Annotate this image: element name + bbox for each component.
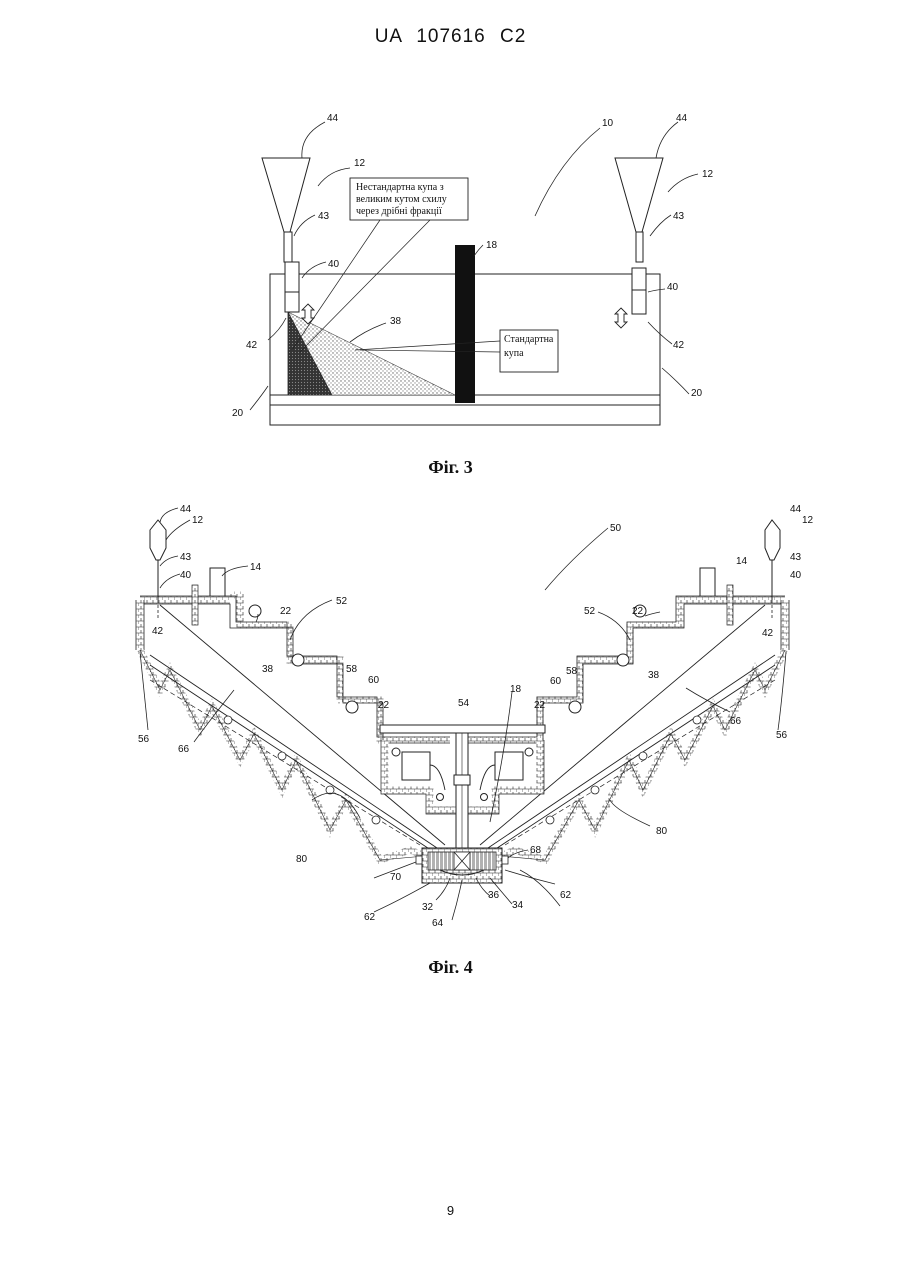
fig4-label-52-right: 52 bbox=[584, 606, 596, 617]
fig4-label-80-left: 80 bbox=[296, 854, 308, 865]
fig4-label-66-right: 66 bbox=[730, 716, 742, 727]
fig4-fan-left-2 bbox=[292, 654, 304, 666]
fig4-fan-right-3 bbox=[569, 701, 581, 713]
fig4-fan-right-2 bbox=[617, 654, 629, 666]
fig4-label-14-right: 14 bbox=[736, 556, 748, 567]
fig4-label-42-right: 42 bbox=[762, 628, 774, 639]
fig4-label-18: 18 bbox=[510, 684, 522, 695]
fig4-label-62-left: 62 bbox=[364, 912, 376, 923]
fig4-label-32: 32 bbox=[422, 902, 434, 913]
fig4-fan-left-1 bbox=[249, 605, 261, 617]
fig4-label-80-right: 80 bbox=[656, 826, 668, 837]
fig4-label-62-right: 62 bbox=[560, 890, 572, 901]
fig4-label-60-left: 60 bbox=[368, 675, 380, 686]
fig4-label-14-left: 14 bbox=[250, 562, 262, 573]
fig4-label-43-right: 43 bbox=[790, 552, 802, 563]
fig4-label-50: 50 bbox=[610, 523, 622, 534]
fig4-label-22-left-1: 22 bbox=[280, 606, 292, 617]
fig4-label-22-right-2: 22 bbox=[534, 700, 546, 711]
fig4-label-43-left: 43 bbox=[180, 552, 192, 563]
fig4-label-44-left: 44 bbox=[180, 504, 192, 515]
fig4-label-40-right: 40 bbox=[790, 570, 802, 581]
fig4-label-42-left: 42 bbox=[152, 626, 164, 637]
fig4-label-66-left: 66 bbox=[178, 744, 190, 755]
page-number: 9 bbox=[0, 1203, 901, 1218]
fig4-label-12-left: 12 bbox=[192, 515, 204, 526]
fig4-label-64: 64 bbox=[432, 918, 444, 929]
fig4-label-44-right: 44 bbox=[790, 504, 802, 515]
fig4-label-22-right-1: 22 bbox=[632, 606, 644, 617]
fig4-label-34: 34 bbox=[512, 900, 524, 911]
fig4-label-12-right: 12 bbox=[802, 515, 814, 526]
fig4-fan-left-3 bbox=[346, 701, 358, 713]
fig4-label-38-right: 38 bbox=[648, 670, 660, 681]
figure-4-drawing: 44 12 43 40 42 14 22 52 58 60 22 38 56 6… bbox=[0, 0, 901, 960]
fig4-label-58-right: 58 bbox=[566, 666, 578, 677]
fig4-label-38-left: 38 bbox=[262, 664, 274, 675]
figure-4-caption: Фіг. 4 bbox=[0, 957, 901, 978]
fig4-hopper-left bbox=[150, 520, 166, 560]
fig4-label-60-right: 60 bbox=[550, 676, 562, 687]
fig4-chimney-left bbox=[210, 568, 225, 596]
fig4-label-70: 70 bbox=[390, 872, 402, 883]
fig4-label-56-left: 56 bbox=[138, 734, 150, 745]
fig4-label-22-left-2: 22 bbox=[378, 700, 390, 711]
fig4-label-58-left: 58 bbox=[346, 664, 358, 675]
fig4-label-56-right: 56 bbox=[776, 730, 788, 741]
fig4-hopper-right bbox=[765, 520, 780, 560]
fig4-label-40-left: 40 bbox=[180, 570, 192, 581]
fig4-label-68: 68 bbox=[530, 845, 542, 856]
fig4-label-36: 36 bbox=[488, 890, 500, 901]
fig4-central-platform-54 bbox=[380, 725, 545, 733]
fig4-label-52-left: 52 bbox=[336, 596, 348, 607]
fig4-chimney-right bbox=[700, 568, 715, 596]
fig4-label-54: 54 bbox=[458, 698, 470, 709]
